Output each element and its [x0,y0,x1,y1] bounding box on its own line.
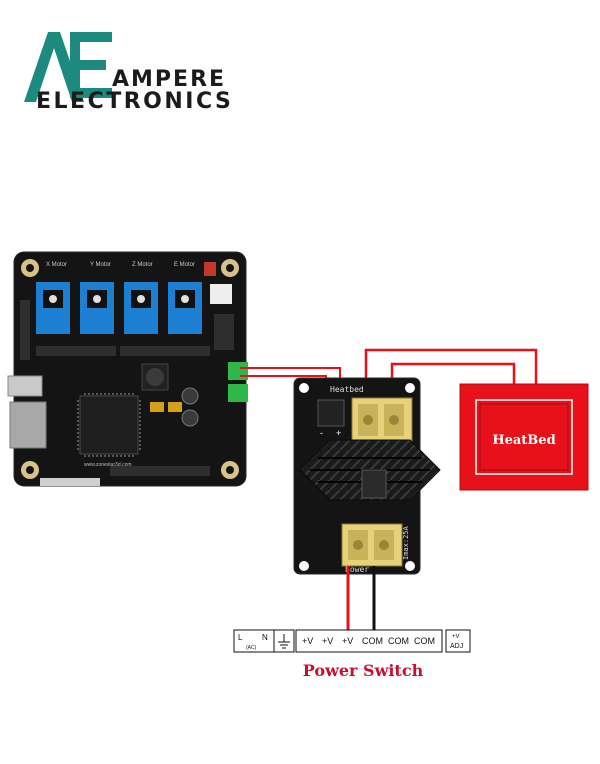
power-terminal [228,384,248,402]
mcu-chip [79,395,139,455]
sd-card-slot [9,401,47,449]
psu-wires [346,566,376,632]
heatbed-label: HeatBed [492,433,555,448]
terminal-l: L [238,633,243,642]
label-z-motor: Z Motor [132,262,153,268]
terminal-com3: COM [414,636,435,646]
heatbed-mosfet-module: Heatbed - + Power Imax:25A [293,377,441,575]
label-y-motor: Y Motor [90,262,111,268]
logo-mark-icon [24,32,112,102]
terminal-v1: +V [302,636,313,646]
diagram-caption: Power Switch [303,661,424,680]
stepper-driver-x [36,282,70,334]
heatbed-terminal [228,362,248,380]
terminal-adj-v: +V [452,634,460,640]
terminal-v3: +V [342,636,353,646]
stepper-driver-e [168,282,202,334]
terminal-com1: COM [362,636,383,646]
module-label-bottom: Power [345,565,369,574]
usb-port [7,375,43,397]
label-x-motor: X Motor [46,262,67,268]
heatbed: HeatBed [459,383,589,491]
terminal-n: N [262,633,268,642]
terminal-com2: COM [388,636,409,646]
logo-line2: ELECTRONICS [36,89,233,114]
ground-icon [278,634,290,649]
heatsink [299,439,441,501]
power-connector [210,284,232,304]
signal-input-connector [317,399,345,427]
terminal-v2: +V [322,636,333,646]
pin-plus: + [336,428,341,438]
controller-board: X Motor Y Motor Z Motor E Motor [7,251,248,487]
psu-terminal-strip: L N (AC) +V +V +V COM COM COM +V ADJ [233,629,471,653]
label-e-motor: E Motor [174,262,195,268]
terminal-adj: ADJ [450,643,463,650]
module-label-side: Imax:25A [402,525,410,560]
stepper-driver-z [124,282,158,334]
pin-minus: - [320,428,323,438]
module-label-top: Heatbed [330,385,364,394]
logo-line1: AMPERE [112,67,226,92]
terminal-ac: (AC) [246,645,257,651]
brand-logo: AMPERE ELECTRONICS [24,32,233,114]
stepper-driver-y [80,282,114,334]
board-url: www.zonestar3d.com [84,462,132,468]
